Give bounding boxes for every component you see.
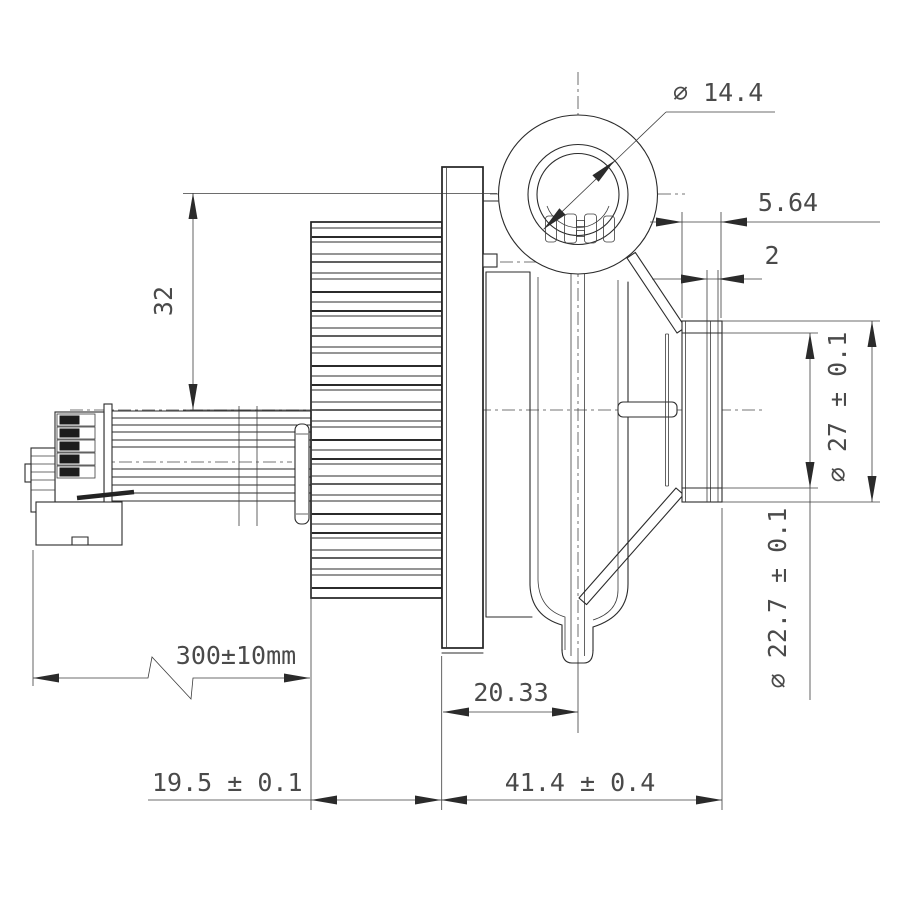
dim-port-groove-227: ∅ 22.7 ± 0.1 xyxy=(722,332,818,700)
axis-pin xyxy=(617,401,678,418)
arrowhead xyxy=(415,795,441,805)
impeller-blade xyxy=(545,215,557,243)
dim-label-port-width: 5.64 xyxy=(758,188,818,217)
arrowhead xyxy=(696,795,722,805)
break-symbol xyxy=(33,656,310,700)
connector-pin xyxy=(59,428,80,438)
arrowhead xyxy=(867,476,877,502)
wire-harness xyxy=(112,406,311,526)
dim-label-inlet-offset: 32 xyxy=(149,286,178,316)
connector-pin xyxy=(59,467,80,477)
inlet-counterbore-circle xyxy=(536,152,620,237)
dim-label-pump-length: 41.4 ± 0.4 xyxy=(505,768,656,797)
dimension-annotations: 32 ∅ 14.4 5.64 2 xyxy=(32,78,880,810)
arrowhead xyxy=(188,193,198,219)
arrowhead xyxy=(718,274,744,284)
arrowhead xyxy=(543,208,566,230)
pin-slot xyxy=(56,452,96,466)
impeller-hub xyxy=(576,220,585,227)
arrowhead xyxy=(443,707,469,717)
dim-label-cable-length: 300±10mm xyxy=(176,641,296,670)
motor-fins xyxy=(311,227,442,589)
volute-rim xyxy=(665,333,669,487)
dim-inlet-offset-32: 32 xyxy=(149,193,497,411)
pump-housing xyxy=(485,271,678,664)
connector-tab xyxy=(24,463,32,483)
arrowhead xyxy=(188,384,198,410)
housing-right-edge xyxy=(592,281,629,652)
inlet-bore-circle xyxy=(527,143,629,246)
arrowhead xyxy=(805,462,815,488)
dim-inlet-bore: ∅ 14.4 xyxy=(543,78,775,230)
connector-pin xyxy=(59,441,80,451)
arrowhead xyxy=(592,160,615,182)
dim-bottom-chain: 19.5 ± 0.1 41.4 ± 0.4 xyxy=(148,508,723,810)
dim-port-lip-2: 2 xyxy=(652,241,780,321)
motor-body xyxy=(310,221,443,599)
impeller-blade xyxy=(584,213,597,244)
arrowhead xyxy=(33,673,59,683)
connector-pin xyxy=(59,415,80,425)
arrowhead xyxy=(552,707,578,717)
dim-label-inlet-bore: ∅ 14.4 xyxy=(673,78,763,107)
pin-slot xyxy=(56,426,96,440)
housing-left-edge xyxy=(529,271,563,652)
inlet-outer-circle xyxy=(497,114,659,275)
flange-boss xyxy=(482,253,498,268)
arrowhead xyxy=(656,217,682,227)
flange-plate xyxy=(441,166,484,649)
connector-pin xyxy=(59,454,80,464)
connector-body-lower xyxy=(35,501,123,546)
arrowhead xyxy=(721,217,747,227)
dim-label-port-groove: ∅ 22.7 ± 0.1 xyxy=(763,508,792,689)
cable-grommet xyxy=(294,423,310,525)
pin-slot xyxy=(56,413,96,427)
arrowhead xyxy=(441,795,467,805)
impeller-arc xyxy=(546,205,610,229)
dim-head-depth-2033: 20.33 xyxy=(443,678,578,717)
impeller-hub xyxy=(576,230,585,237)
dim-port-width-564: 5.64 xyxy=(650,188,880,318)
lower-strut xyxy=(578,487,685,606)
arrowhead xyxy=(805,333,815,359)
dim-cable-300: 300±10mm xyxy=(32,550,310,700)
arrowhead xyxy=(681,274,707,284)
inlet-port xyxy=(497,114,659,275)
mounting-flange xyxy=(441,166,499,654)
arrowhead xyxy=(311,795,337,805)
dim-port-outer-27: ∅ 27 ± 0.1 xyxy=(722,320,880,503)
connector xyxy=(24,403,135,546)
connector-pins xyxy=(56,413,96,479)
dim-label-port-lip: 2 xyxy=(764,241,779,270)
dim-label-port-outer: ∅ 27 ± 0.1 xyxy=(823,332,852,483)
arrowhead xyxy=(284,673,310,683)
outlet-port xyxy=(681,320,723,503)
impeller-blade xyxy=(603,215,615,243)
upper-strut xyxy=(626,251,686,334)
wires xyxy=(112,410,311,502)
dim-label-head-depth: 20.33 xyxy=(473,678,548,707)
impeller-blade xyxy=(564,213,577,244)
dim-label-motor-length: 19.5 ± 0.1 xyxy=(152,768,303,797)
pin-slot xyxy=(56,465,96,479)
struts xyxy=(578,251,686,606)
outlet-port-body xyxy=(681,320,723,503)
arrowhead xyxy=(867,321,877,347)
connector-notch xyxy=(71,536,89,546)
drain-stub xyxy=(561,648,594,664)
pin-slot xyxy=(56,439,96,453)
